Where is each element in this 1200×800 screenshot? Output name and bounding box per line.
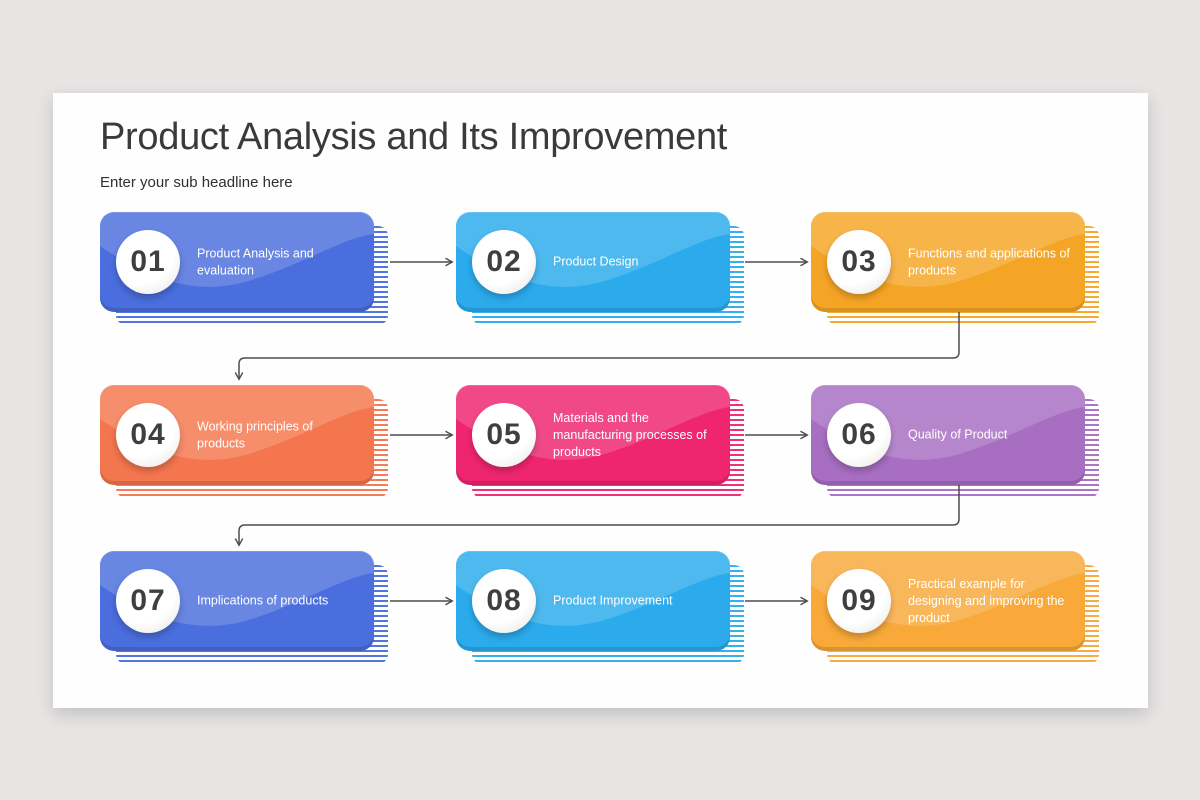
step-number-badge: 08 bbox=[472, 569, 536, 633]
step-card-body: 02 Product Design bbox=[456, 212, 730, 312]
step-number: 07 bbox=[130, 584, 166, 617]
step-label: Product Design bbox=[553, 254, 639, 269]
step-card-body: 03 Functions and applications of product… bbox=[811, 212, 1085, 312]
step-label: Implications of products bbox=[197, 593, 329, 608]
step-number-badge: 06 bbox=[827, 403, 891, 467]
step-label: Materials and the manufacturing processe… bbox=[553, 410, 707, 459]
step-number: 04 bbox=[130, 418, 166, 451]
step-number-badge: 02 bbox=[472, 230, 536, 294]
step-number: 09 bbox=[841, 584, 877, 617]
step-label: Quality of Product bbox=[908, 427, 1008, 442]
step-number: 06 bbox=[841, 418, 877, 451]
step-card-01: 01 Product Analysis and evaluation bbox=[100, 212, 388, 325]
step-number-badge: 01 bbox=[116, 230, 180, 294]
step-card-body: 09 Practical example for designing and i… bbox=[811, 551, 1085, 651]
step-label: Working principles of products bbox=[197, 419, 313, 450]
step-label: Product Analysis and evaluation bbox=[197, 246, 314, 277]
step-label: Functions and applications of products bbox=[908, 246, 1070, 277]
step-card-06: 06 Quality of Product bbox=[811, 385, 1099, 498]
step-card-body: 06 Quality of Product bbox=[811, 385, 1085, 485]
step-card-body: 04 Working principles of products bbox=[100, 385, 374, 485]
step-number: 03 bbox=[841, 245, 877, 278]
step-number: 08 bbox=[486, 584, 522, 617]
step-number: 01 bbox=[130, 245, 166, 278]
step-number: 05 bbox=[486, 418, 522, 451]
step-card-03: 03 Functions and applications of product… bbox=[811, 212, 1099, 325]
slide-header: Product Analysis and Its Improvement Ent… bbox=[100, 115, 727, 191]
step-card-02: 02 Product Design bbox=[456, 212, 744, 325]
page-title: Product Analysis and Its Improvement bbox=[100, 116, 728, 158]
step-card-body: 08 Product Improvement bbox=[456, 551, 730, 651]
step-card-09: 09 Practical example for designing and i… bbox=[811, 551, 1099, 664]
step-number-badge: 07 bbox=[116, 569, 180, 633]
step-card-05: 05 Materials and the manufacturing proce… bbox=[456, 385, 744, 498]
step-label: Practical example for designing and impr… bbox=[908, 576, 1065, 625]
step-card-body: 01 Product Analysis and evaluation bbox=[100, 212, 374, 312]
step-card-08: 08 Product Improvement bbox=[456, 551, 744, 664]
step-number-badge: 09 bbox=[827, 569, 891, 633]
step-card-07: 07 Implications of products bbox=[100, 551, 388, 664]
step-number: 02 bbox=[486, 245, 522, 278]
slide-canvas: Product Analysis and Its Improvement Ent… bbox=[53, 93, 1148, 708]
step-card-body: 07 Implications of products bbox=[100, 551, 374, 651]
step-number-badge: 05 bbox=[472, 403, 536, 467]
step-card-body: 05 Materials and the manufacturing proce… bbox=[456, 385, 730, 485]
step-card-04: 04 Working principles of products bbox=[100, 385, 388, 498]
step-label: Product Improvement bbox=[553, 593, 673, 608]
step-number-badge: 03 bbox=[827, 230, 891, 294]
step-number-badge: 04 bbox=[116, 403, 180, 467]
page-subtitle: Enter your sub headline here bbox=[100, 173, 293, 191]
